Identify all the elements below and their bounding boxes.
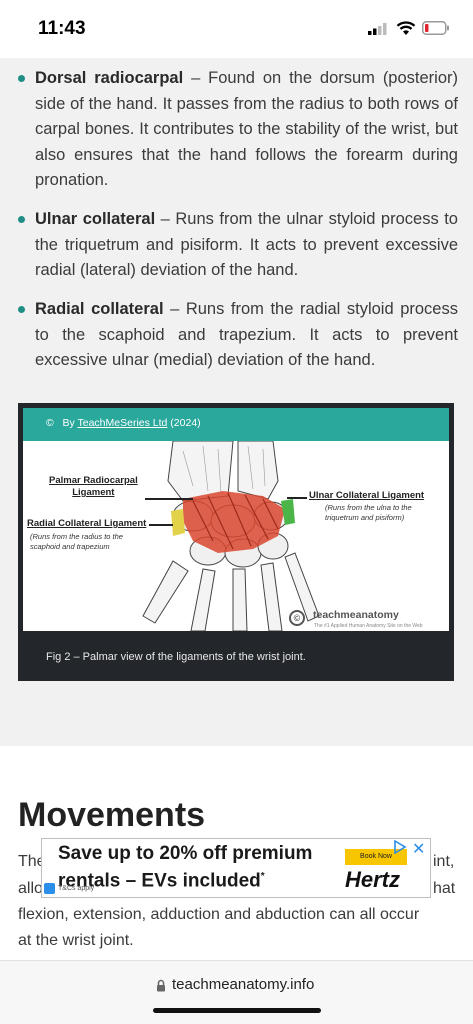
- ad-terms: T&Cs apply: [58, 885, 95, 892]
- bullet-description: – Found on the dorsum (posterior) side o…: [35, 69, 458, 189]
- list-item: Dorsal radiocarpal – Found on the dorsum…: [18, 66, 458, 194]
- pointer-line: [145, 498, 193, 500]
- paragraph-line: at the wrist joint.: [18, 932, 134, 949]
- pointer-line: [287, 497, 307, 499]
- figure-brand-tagline: The #1 Applied Human Anatomy Site on the…: [314, 623, 423, 629]
- bullet-icon: [18, 75, 25, 82]
- bullet-icon: [18, 216, 25, 223]
- bullet-description: – Runs from the ulnar styloid process to…: [35, 210, 458, 279]
- figure-brand: teachmeanatomy: [313, 609, 399, 621]
- wifi-icon: [396, 21, 416, 35]
- label-ulnar-collateral: Ulnar Collateral Ligament: [309, 490, 425, 501]
- battery-icon: [422, 21, 449, 35]
- bullet-description: – Runs from the radial styloid process t…: [35, 300, 458, 369]
- paragraph-fragment: hat: [433, 880, 456, 897]
- bullet-term: Dorsal radiocarpal: [35, 69, 184, 87]
- status-bar: 11:43: [0, 0, 473, 58]
- lock-icon: [157, 979, 165, 992]
- bullet-term: Radial collateral: [35, 300, 164, 318]
- copyright-logo-icon: ©: [289, 610, 305, 626]
- paragraph-line: flexion, extension, adduction and abduct…: [18, 906, 420, 923]
- pointer-line: [149, 524, 173, 526]
- paragraph-fragment: The: [18, 853, 46, 870]
- paragraph-fragment: int,: [433, 853, 455, 870]
- label-radial-collateral: Radial Collateral Ligament: [27, 518, 147, 529]
- bullet-icon: [18, 306, 25, 313]
- home-indicator[interactable]: [153, 1008, 321, 1013]
- wrist-anatomy-illustration: [142, 441, 320, 631]
- copyright-link[interactable]: TeachMeSeries Ltd: [77, 417, 168, 429]
- status-time: 11:43: [38, 18, 86, 39]
- list-item: Radial collateral – Runs from the radial…: [18, 297, 458, 374]
- figure-copyright: © By TeachMeSeries Ltd (2024): [46, 417, 201, 429]
- figure-header: © By TeachMeSeries Ltd (2024): [23, 408, 449, 441]
- adchoices-icon[interactable]: [393, 840, 407, 854]
- signal-icon: [368, 23, 387, 35]
- figure-wrist-ligaments: © By TeachMeSeries Ltd (2024): [18, 403, 454, 681]
- list-item: Ulnar collateral – Runs from the ulnar s…: [18, 207, 458, 284]
- url-text[interactable]: teachmeanatomy.info: [172, 976, 315, 993]
- paragraph-fragment: allo: [18, 880, 43, 897]
- ad-cta-button[interactable]: Book Now: [345, 849, 407, 865]
- ad-brand-logo[interactable]: Hertz: [345, 867, 401, 892]
- bullet-term: Ulnar collateral: [35, 210, 156, 228]
- figure-caption: Fig 2 – Palmar view of the ligaments of …: [46, 651, 306, 663]
- copyright-icon: ©: [46, 417, 54, 429]
- section-title: Movements: [18, 796, 206, 834]
- close-icon[interactable]: ✕: [412, 841, 426, 858]
- url-bar[interactable]: teachmeanatomy.info: [0, 960, 473, 1024]
- info-icon[interactable]: [44, 883, 55, 894]
